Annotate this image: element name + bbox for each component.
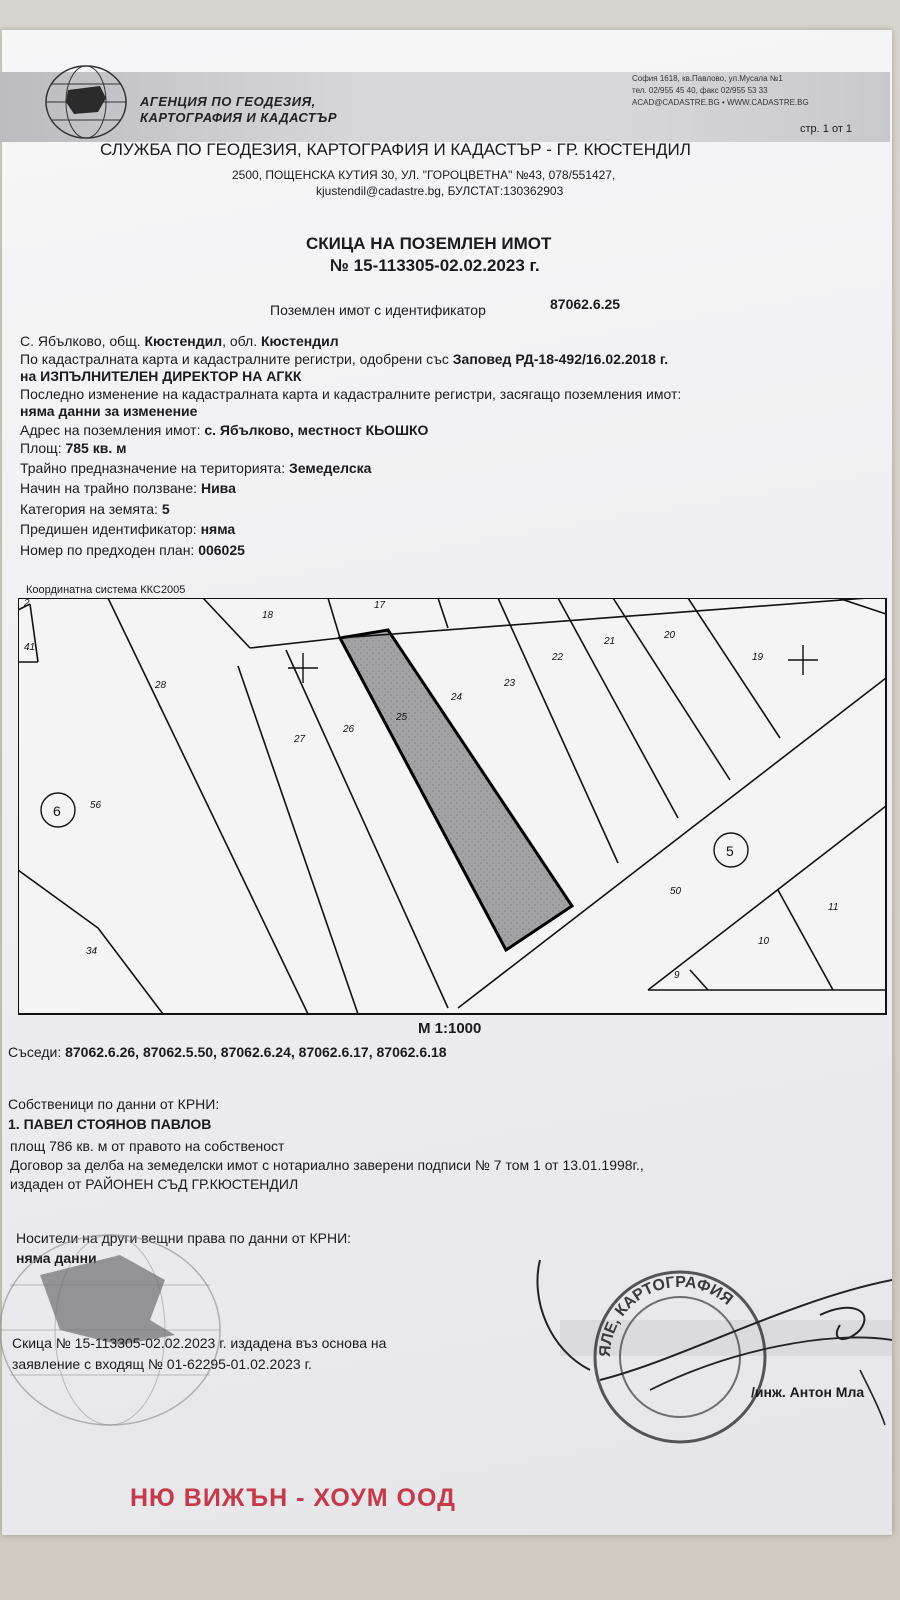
map-order-line: По кадастралната карта и кадастралните р… <box>20 351 668 367</box>
category-label: Категория на земята: <box>20 501 158 517</box>
use-value: Нива <box>200 480 236 496</box>
parcel-label-22: 22 <box>551 652 564 663</box>
last-change-value: няма данни за изменение <box>20 403 198 419</box>
prev-plan-label: Номер по предходен план: <box>20 542 195 558</box>
coord-system: Координатна система ККС2005 <box>26 584 186 596</box>
use-label: Начин на трайно ползване: <box>20 480 198 496</box>
address-label: Адрес на поземления имот: <box>20 422 201 438</box>
parcel-label-21: 21 <box>603 636 615 647</box>
prev-plan-line: Номер по предходен план: 006025 <box>20 542 245 558</box>
address-line: Адрес на поземления имот: с. Ябълково, м… <box>20 422 428 438</box>
purpose-value: Земеделска <box>288 460 372 476</box>
office-name: СЛУЖБА ПО ГЕОДЕЗИЯ, КАРТОГРАФИЯ И КАДАСТ… <box>100 140 691 159</box>
parcel-label-18: 18 <box>262 610 274 621</box>
area-label: Площ: <box>20 440 62 456</box>
parcel-label-23: 23 <box>503 678 516 689</box>
official-stamp: ЯЛЕ, КАРТОГРАФИЯ <box>593 1270 767 1444</box>
cadastral-map: 2 41 18 17 16 22 21 20 19 28 27 26 25 24… <box>17 588 890 1018</box>
category-value: 5 <box>161 501 170 517</box>
prev-id-label: Предишен идентификатор: <box>20 521 197 537</box>
agency-contact-line1: София 1618, кв.Павлово, ул.Мусала №1 <box>632 74 783 83</box>
parcel-label-2: 2 <box>23 598 30 609</box>
parcel-label-50: 50 <box>670 886 682 897</box>
parcel-label-24: 24 <box>450 692 463 703</box>
area-line: Площ: 785 кв. м <box>20 440 126 456</box>
agency-name-line2: КАРТОГРАФИЯ И КАДАСТЪР <box>140 110 337 125</box>
office-address: 2500, ПОЩЕНСКА КУТИЯ 30, УЛ. "ГОРОЦВЕТНА… <box>232 168 616 182</box>
owner-1-area: площ 786 кв. м от правото на собственост <box>10 1138 285 1154</box>
company-watermark: НЮ ВИЖЪН - ХОУМ ООД <box>130 1484 456 1512</box>
watermark-globe <box>0 1234 221 1426</box>
owners-label: Собственици по данни от КРНИ: <box>8 1096 220 1112</box>
map-order: Заповед РД-18-492/16.02.2018 г. <box>452 351 669 367</box>
owner-1-name: 1. ПАВЕЛ СТОЯНОВ ПАВЛОВ <box>8 1116 212 1132</box>
map-scale: М 1:1000 <box>418 1020 482 1037</box>
document-title: СКИЦА НА ПОЗЕМЛЕН ИМОТ <box>306 234 552 253</box>
section-label-6: 6 <box>53 803 61 819</box>
prev-id-line: Предишен идентификатор: няма <box>20 521 235 537</box>
purpose-label: Трайно предназначение на територията: <box>20 460 286 476</box>
parcel-label-27: 27 <box>293 734 306 745</box>
location-obsht: Кюстендил <box>144 333 223 349</box>
use-line: Начин на трайно ползване: Нива <box>20 480 236 496</box>
header-band <box>0 72 890 142</box>
agency-logo <box>45 65 127 139</box>
parcel-label-10: 10 <box>758 936 770 947</box>
agency-name-line1: АГЕНЦИЯ ПО ГЕОДЕЗИЯ, <box>140 94 316 109</box>
signature <box>536 1259 892 1426</box>
map-line-prefix: По кадастралната карта и кадастралните р… <box>20 351 449 367</box>
last-change-label: Последно изменение на кадастралната карт… <box>20 386 682 402</box>
prev-id-value: няма <box>200 521 236 537</box>
owner-1-issuer: издаден от РАЙОНЕН СЪД ГР.КЮСТЕНДИЛ <box>10 1176 299 1192</box>
category-line: Категория на земята: 5 <box>20 501 170 517</box>
address-value: с. Ябълково, местност КЬОШКО <box>204 422 429 438</box>
parcel-label-34: 34 <box>86 946 98 957</box>
parcel-label-11: 11 <box>828 902 838 913</box>
section-circle-6 <box>40 792 76 828</box>
location-obl-label: , обл. <box>222 333 258 349</box>
cadastral-map-svg: 2 41 18 17 16 22 21 20 19 28 27 26 25 24… <box>17 588 887 1015</box>
location-obl: Кюстендил <box>261 333 339 349</box>
neighbors-value: 87062.6.26, 87062.5.50, 87062.6.24, 8706… <box>65 1044 447 1060</box>
parcel-label-17: 17 <box>374 600 386 611</box>
parcel-label-25: 25 <box>395 712 408 723</box>
neighbors-line: Съседи: 87062.6.26, 87062.5.50, 87062.6.… <box>8 1044 447 1060</box>
parcel-label-16: 16 <box>502 598 514 599</box>
location-obsht-label: , общ. <box>101 333 141 349</box>
sketch-issued-line1: Скица № 15-113305-02.02.2023 г. издадена… <box>12 1335 387 1351</box>
parcel-label-26: 26 <box>342 724 355 735</box>
location-village: С. Ябълково <box>20 333 102 349</box>
parcel-label-20: 20 <box>663 630 676 641</box>
parcel-label-28: 28 <box>154 680 167 691</box>
agency-contact-line3: ACAD@CADASTRE.BG • WWW.CADASTRE.BG <box>632 98 809 107</box>
location-line: С. Ябълково, общ. Кюстендил, обл. Кюстен… <box>20 333 339 349</box>
purpose-line: Трайно предназначение на територията: Зе… <box>20 460 371 476</box>
parcel-boundaries <box>17 597 887 1015</box>
parcel-label-9: 9 <box>674 970 680 981</box>
agency-contact-line2: тел. 02/955 45 40, факс 02/955 53 33 <box>632 86 768 95</box>
subject-parcel-25 <box>337 628 575 953</box>
section-circle-5 <box>713 832 749 868</box>
identifier-value: 87062.6.25 <box>550 296 621 312</box>
map-authority: на ИЗПЪЛНИТЕЛЕН ДИРЕКТОР НА АГКК <box>20 368 302 384</box>
sketch-issued-line2: заявление с входящ № 01-62295-01.02.2023… <box>12 1356 312 1372</box>
parcel-label-56: 56 <box>90 800 102 811</box>
office-email: kjustendil@cadastre.bg, БУЛСТАТ:13036290… <box>316 184 564 198</box>
crosshair-icon <box>288 645 818 683</box>
prev-plan-value: 006025 <box>198 542 245 558</box>
identifier-label: Поземлен имот с идентификатор <box>270 302 486 318</box>
parcel-label-19: 19 <box>752 652 764 663</box>
document-number: № 15-113305-02.02.2023 г. <box>330 256 540 275</box>
page-number: стр. 1 от 1 <box>800 123 853 135</box>
neighbors-label: Съседи: <box>8 1044 62 1060</box>
signatory-name: /инж. Антон Мла <box>751 1384 865 1400</box>
other-rights-label: Носители на други вещни права по данни о… <box>16 1230 352 1246</box>
owner-1-document: Договор за делба на земеделски имот с но… <box>10 1157 644 1173</box>
parcel-label-41: 41 <box>24 642 35 653</box>
area-value: 785 кв. м <box>65 440 127 456</box>
section-label-5: 5 <box>726 843 734 859</box>
